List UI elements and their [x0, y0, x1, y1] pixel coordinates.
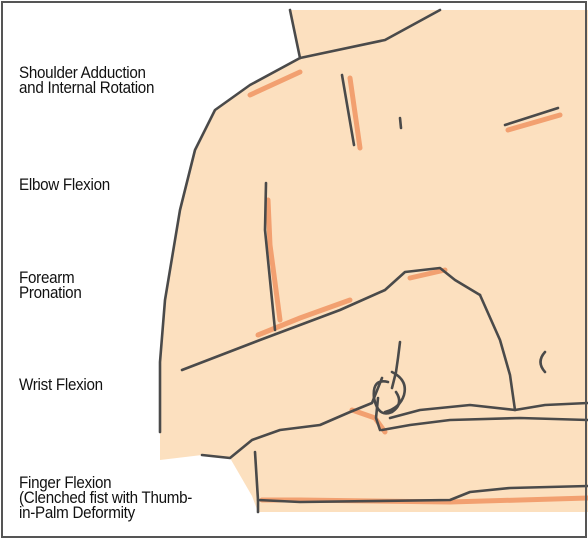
label-elbow: Elbow Flexion — [19, 178, 110, 193]
label-wrist: Wrist Flexion — [19, 378, 103, 393]
label-elbow-line-1: Elbow Flexion — [19, 178, 110, 193]
body-silhouette — [160, 10, 588, 512]
label-shoulder: Shoulder Adduction and Internal Rotation — [19, 66, 154, 96]
label-shoulder-line-2: and Internal Rotation — [19, 81, 154, 96]
label-wrist-line-1: Wrist Flexion — [19, 378, 103, 393]
label-forearm: Forearm Pronation — [19, 271, 82, 301]
label-finger-line-3: in-Palm Deformity — [19, 506, 192, 521]
label-finger: Finger Flexion (Clenched fist with Thumb… — [19, 476, 192, 521]
label-forearm-line-2: Pronation — [19, 286, 82, 301]
